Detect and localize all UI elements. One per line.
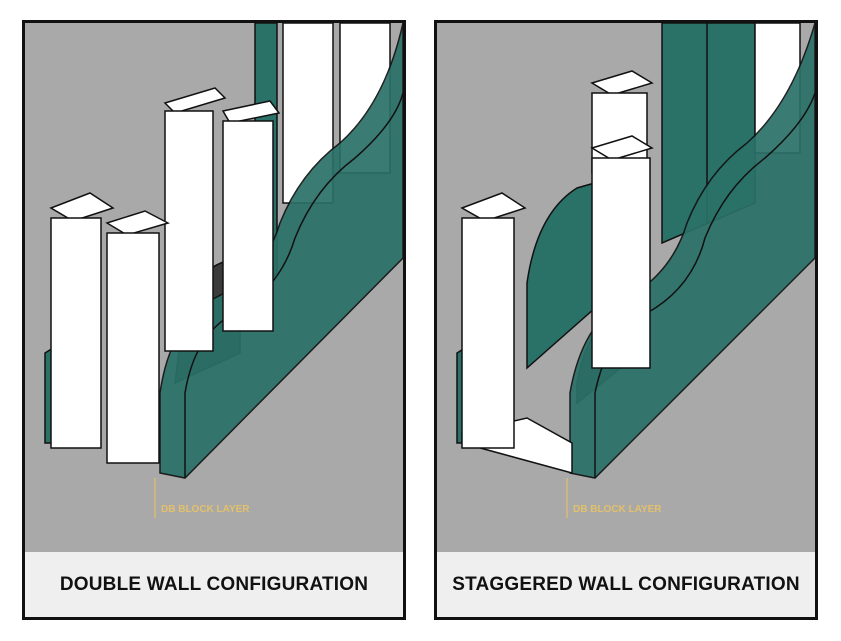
db-block-layer-label: DB BLOCK LAYER xyxy=(161,504,250,515)
caption-bar: DOUBLE WALL CONFIGURATION xyxy=(25,552,403,617)
staggered-wall-panel: DB BLOCK LAYER STAGGERED WALL CONFIGURAT… xyxy=(434,20,818,620)
staggered-wall-illustration xyxy=(456,23,815,518)
db-block-layer-label: DB BLOCK LAYER xyxy=(573,504,662,515)
front-studs xyxy=(460,192,527,449)
middle-studs xyxy=(163,87,281,352)
panel-caption: STAGGERED WALL CONFIGURATION xyxy=(452,573,800,595)
front-studs xyxy=(49,192,170,464)
caption-bar: STAGGERED WALL CONFIGURATION xyxy=(437,552,815,617)
double-wall-panel: DB BLOCK LAYER DOUBLE WALL CONFIGURATION xyxy=(22,20,406,620)
back-studs xyxy=(590,70,654,369)
panel-caption: DOUBLE WALL CONFIGURATION xyxy=(59,573,369,595)
double-wall-illustration xyxy=(44,23,403,518)
